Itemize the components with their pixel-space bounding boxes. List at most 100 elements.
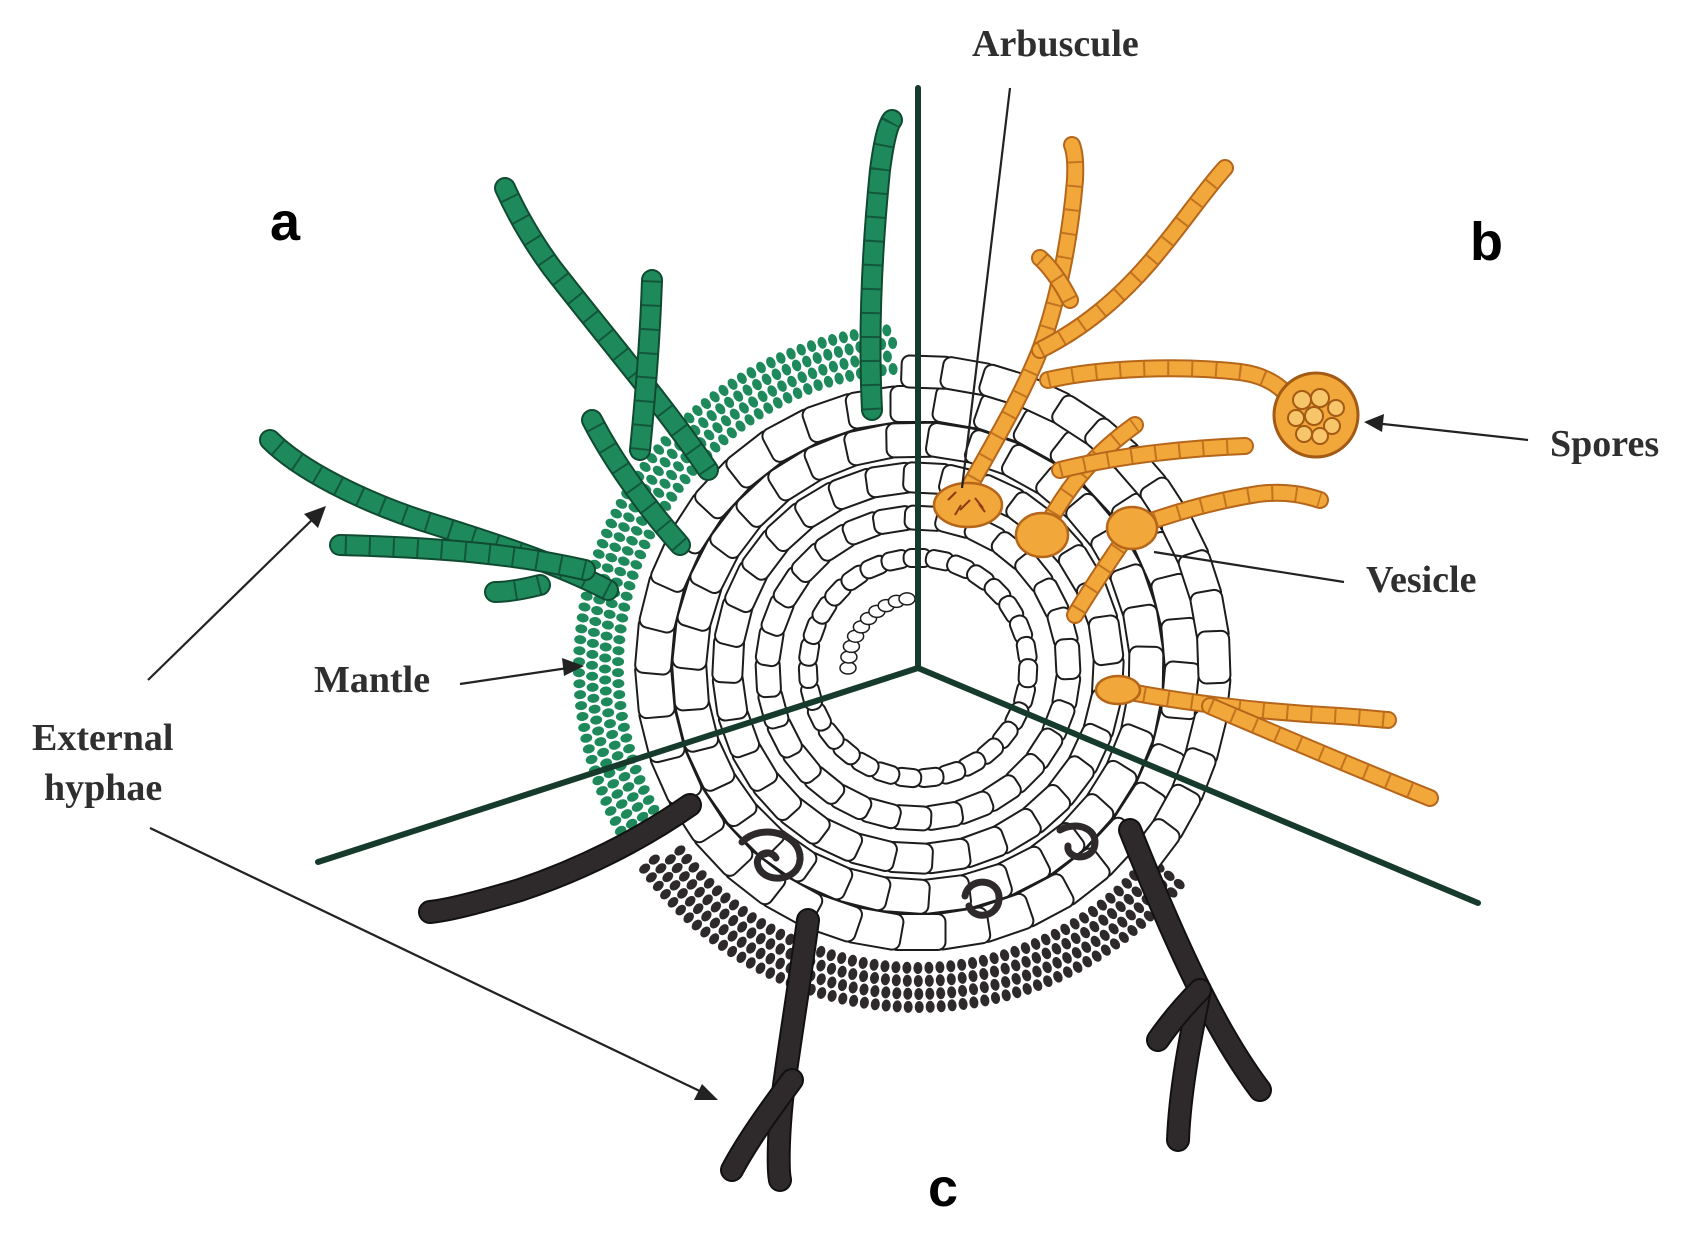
mantle-dot [746, 927, 757, 939]
mantle-dot [613, 532, 626, 542]
mantle-dot [727, 945, 738, 958]
mantle-dot [1053, 971, 1063, 983]
mantle-dot [623, 512, 635, 523]
cortex-cell [1054, 637, 1082, 681]
spore-sac [1272, 371, 1360, 459]
hyphal-swelling [1094, 674, 1142, 706]
mantle-dot [700, 926, 711, 938]
mantle-dot [596, 786, 608, 796]
mantle-dot [1105, 892, 1116, 904]
mantle-dot [1078, 912, 1090, 924]
mantle-dot [838, 331, 848, 344]
mantle-dot [597, 747, 610, 758]
mantle-dot [718, 384, 729, 396]
mantle-dot [578, 722, 591, 732]
mantle-dot [679, 473, 691, 485]
mantle-dot [839, 357, 849, 370]
mantle-dot [639, 461, 651, 472]
mantle-dot [946, 960, 956, 973]
mantle-dot [826, 949, 836, 962]
mantle-dot [631, 802, 644, 812]
mantle-dot [802, 355, 812, 368]
mantle-dot [827, 989, 837, 1002]
mantle-dot [744, 414, 755, 426]
mantle-dot [647, 804, 660, 815]
mantle-dot [813, 379, 823, 391]
mantle-dot [746, 912, 757, 924]
mantle-dot [728, 899, 740, 911]
mantle-dot [620, 591, 633, 601]
mantle-dot [924, 974, 934, 987]
mantle-dot [662, 871, 674, 883]
mantle-dot [702, 894, 713, 906]
mantle-dot [646, 474, 658, 485]
mantle-dot [775, 957, 786, 970]
hyphal-coil-1 [738, 828, 804, 882]
vesicle-2 [1105, 505, 1159, 551]
mantle-dot [903, 1000, 913, 1013]
green-hypha-6-septa [339, 536, 588, 579]
mantle-dot [823, 375, 834, 388]
mantle-dot [626, 570, 639, 580]
mantle-dot [957, 958, 967, 971]
mantle-dot [999, 949, 1010, 962]
mantle-dot [781, 363, 792, 376]
mantle-dot [634, 549, 647, 560]
mantle-dot [718, 434, 729, 446]
mantle-dot [1072, 961, 1083, 973]
mantle-dot [1087, 906, 1099, 918]
mantle-dot [709, 441, 721, 453]
mantle-dot [652, 465, 664, 476]
mantle-dot [600, 697, 613, 707]
mantle-dot [782, 392, 793, 404]
mantle-dot [601, 563, 614, 573]
mantle-dot [736, 951, 747, 963]
mantle-dot [636, 811, 649, 822]
green-hypha-3 [583, 411, 689, 554]
mantle-dot [605, 552, 618, 563]
mantle-dot [599, 675, 612, 685]
mantle-dot [765, 923, 776, 935]
mantle-dot [592, 775, 605, 786]
mantle-dot [575, 624, 588, 634]
mantle-dot [672, 482, 684, 493]
mantle-dot [1090, 935, 1101, 947]
mantle-dot [756, 918, 767, 930]
mantle-dot [786, 347, 796, 360]
stele-cell [898, 592, 916, 606]
ext-hyphae-arrow-down-shaft [149, 827, 707, 1095]
mantle-dot [1032, 965, 1042, 978]
mantle-dot [844, 343, 854, 356]
mantle-dot [755, 933, 766, 945]
mantle-dot [1011, 973, 1021, 985]
mantle-dot [1042, 961, 1052, 974]
orange-hypha-2 [1033, 161, 1232, 357]
mantle-dot [633, 775, 646, 785]
mantle-dot [618, 771, 631, 782]
mantle-arrowhead [562, 658, 584, 676]
mantle-dot [620, 733, 633, 743]
mantle-dot [771, 368, 782, 381]
mantle-dot [606, 729, 619, 740]
mantle-dot [767, 385, 778, 397]
mantle-dot [703, 877, 715, 889]
mantle-dot [623, 581, 636, 591]
mantle-dot [1071, 947, 1082, 959]
mantle-dot [616, 613, 629, 623]
mantle-dot [845, 369, 855, 382]
mantle-dot [772, 397, 783, 409]
mantle-dot [599, 642, 612, 652]
green-hypha-4 [861, 111, 901, 419]
mantle-dot [698, 417, 709, 429]
mantle-dot [1108, 923, 1119, 935]
mantle-dot [914, 1001, 924, 1013]
mantle-dot [736, 372, 747, 384]
leader-lines [147, 87, 1529, 1100]
mantle-dot [673, 461, 684, 472]
mantle-dot [775, 972, 786, 984]
mantle-dot [990, 992, 1001, 1004]
mantle-dot [666, 448, 678, 459]
mantle-dot [1043, 975, 1053, 987]
mantle-dot [627, 792, 639, 802]
mantle-dot [648, 854, 660, 865]
